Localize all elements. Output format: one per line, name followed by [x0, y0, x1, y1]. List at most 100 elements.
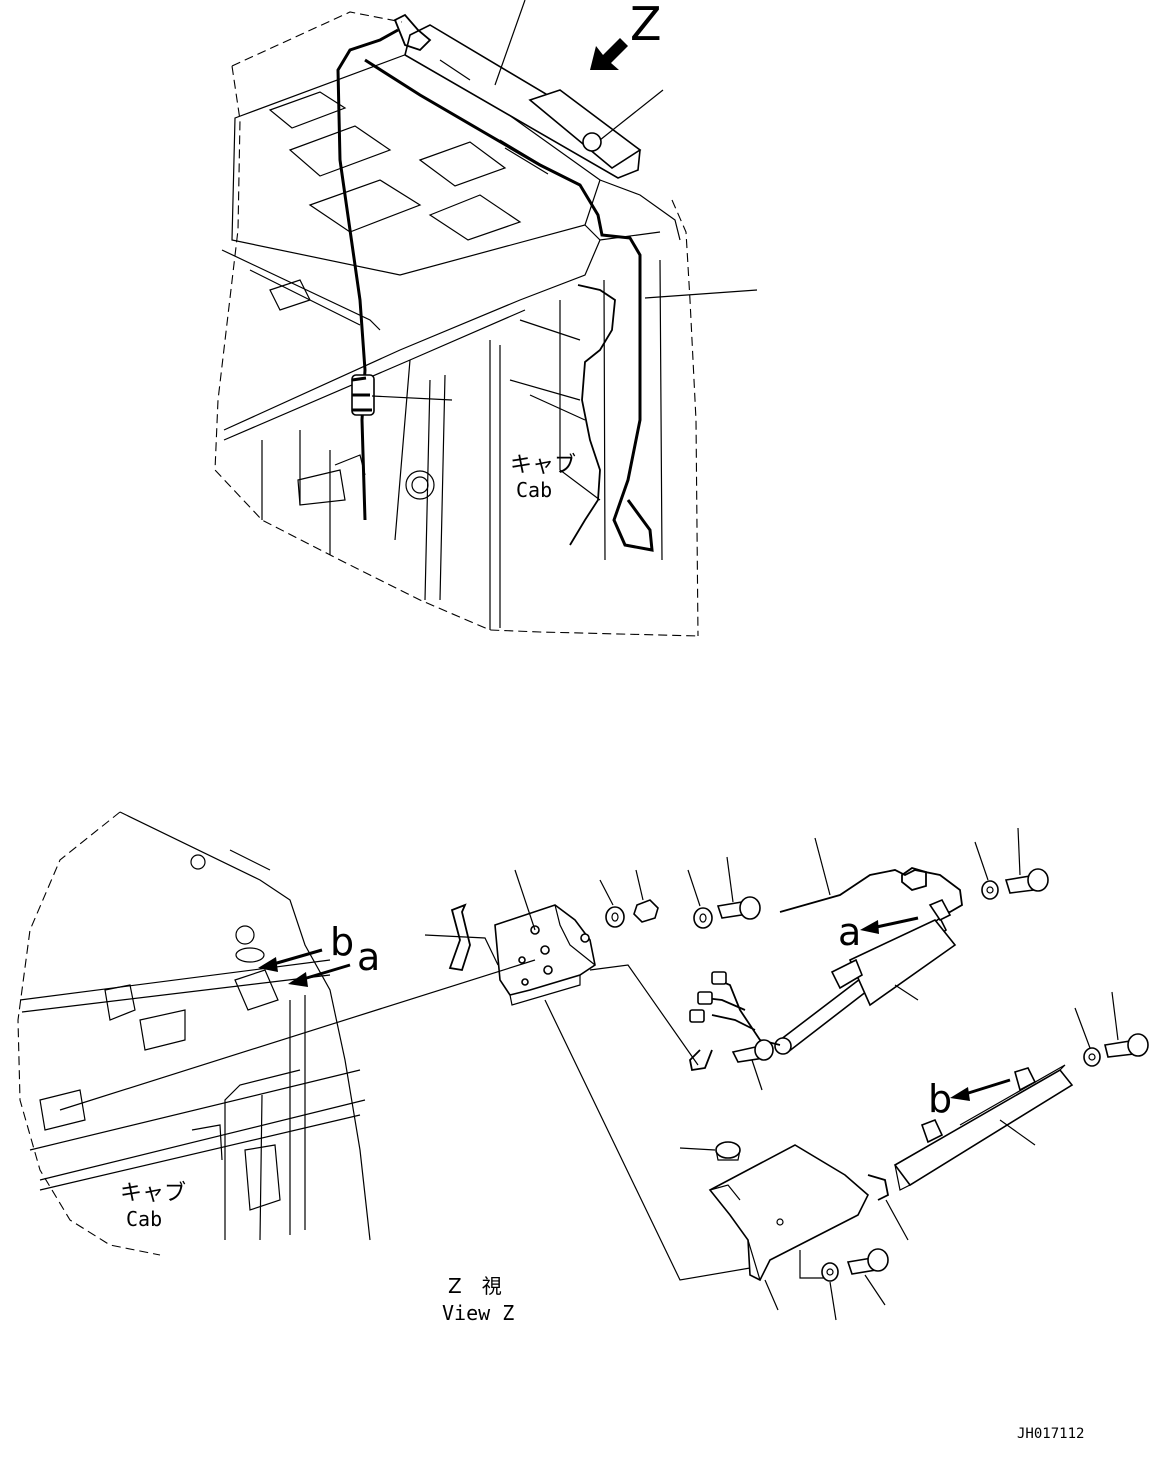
guard-plate-edge: [709, 1184, 761, 1281]
cab-label-english: Cab: [516, 478, 552, 502]
cable-connector: [711, 971, 727, 985]
cover-channel: [893, 1068, 1074, 1187]
leader-line: [59, 959, 536, 1111]
ref-arrow-b-head: [258, 957, 278, 972]
cab-label-japanese: キャブ: [120, 1181, 186, 1206]
leader-line: [799, 1250, 825, 1279]
cable-connector: [697, 991, 713, 1005]
harness-clip-top: [393, 13, 432, 52]
antenna-base: [830, 958, 863, 990]
ref-arrow-a: [299, 963, 351, 982]
leader-line: [1111, 991, 1119, 1041]
harness-connector-clip: [351, 376, 372, 412]
guard-plate-hole: [776, 1218, 784, 1226]
bracket-hole: [580, 933, 590, 943]
ref-letter-a-cab: a: [357, 935, 380, 979]
view-letter-z: Z: [630, 0, 662, 51]
antenna-housing: [848, 919, 957, 1007]
roof-unit-grommet: [582, 132, 602, 152]
ref-letter-b-cab: b: [330, 920, 354, 964]
leader-line: [599, 879, 614, 906]
cable-connector: [689, 1009, 705, 1023]
leader-line: [599, 89, 664, 141]
washer: [821, 1262, 839, 1282]
cab-outline-dashed: [214, 11, 701, 637]
cab-pillar-right: [489, 259, 663, 630]
ref-arrow-a: [871, 916, 919, 930]
cab-pillar-left: [261, 359, 446, 601]
leader-line: [371, 395, 453, 401]
cab-outline-dashed: [17, 811, 161, 1256]
washer-hole: [1088, 1053, 1096, 1061]
leader-line: [726, 856, 734, 903]
drawing-code: JH017112: [1017, 1426, 1084, 1442]
cab-boss-inner: [411, 476, 429, 494]
wiring-harness-main: [336, 28, 399, 521]
roof-inner-panel: [268, 91, 522, 241]
guard-plate: [708, 1144, 869, 1282]
cover-tab: [1014, 1067, 1037, 1092]
washer-hole: [826, 1268, 834, 1276]
leader-line: [764, 1279, 779, 1311]
ref-arrow-b: [961, 1078, 1011, 1097]
cab-label-english: Cab: [126, 1207, 162, 1231]
leader-line: [751, 1059, 763, 1091]
leader-line: [544, 999, 751, 1281]
bracket-hole: [518, 956, 526, 964]
view-title-japanese: Z 視: [448, 1274, 502, 1298]
ref-arrow-a-head: [288, 972, 308, 987]
mounting-bracket-flange: [509, 904, 596, 1006]
nut: [633, 899, 659, 923]
view-direction-arrow: [590, 38, 628, 70]
roof-front-rail: [221, 239, 601, 441]
washer: [1083, 1047, 1101, 1067]
grommet-body: [715, 1149, 741, 1161]
cab-mount-plate: [234, 969, 279, 1011]
cab-pillar: [224, 995, 306, 1241]
bracket-hole: [540, 945, 550, 955]
leader-line: [589, 964, 699, 1066]
antenna-loop: [901, 867, 927, 891]
cover-clip: [867, 1174, 890, 1201]
leader-line: [829, 1281, 837, 1321]
wiring-harness-roof: [364, 58, 654, 552]
bolt-head: [867, 1248, 889, 1272]
washer: [981, 880, 999, 900]
wiring-harness-branch: [569, 284, 616, 546]
leader-line: [999, 1119, 1036, 1146]
roof-panel: [231, 49, 601, 276]
ref-arrow-b-head: [950, 1087, 970, 1101]
harness-clip: [448, 903, 471, 972]
ref-arrow-b: [269, 948, 323, 967]
leader-line: [1074, 1007, 1091, 1049]
cover-channel-edge: [894, 1064, 1066, 1191]
cable-connectors: [704, 979, 781, 1046]
cab-boss: [190, 854, 206, 870]
antenna-wire: [779, 869, 963, 913]
cab-hole: [235, 925, 255, 945]
leader-line: [885, 1199, 909, 1241]
grommet: [715, 1141, 741, 1159]
bolt-head: [1127, 1033, 1149, 1057]
washer-hole: [986, 886, 994, 894]
leader-line: [514, 869, 536, 931]
leader-line: [1017, 827, 1021, 876]
cover-tab: [920, 1118, 944, 1144]
bracket-hole: [543, 965, 553, 975]
washer-hole: [611, 912, 619, 922]
leader-line: [644, 289, 758, 299]
bottom-view-z: b a キャブ Cab: [17, 811, 1149, 1325]
leader-line: [635, 869, 644, 901]
antenna-end-cap: [774, 1037, 792, 1055]
cab-right-edge-dashed: [671, 199, 699, 637]
ref-arrow-a-head: [860, 920, 879, 934]
leader-line: [894, 984, 919, 1001]
leader-line: [424, 934, 499, 966]
antenna-tip: [928, 898, 952, 922]
leader-line: [679, 1147, 716, 1151]
leader-line: [864, 1274, 886, 1306]
cab-brackets: [39, 984, 281, 1211]
cab-floor-bracket: [269, 279, 366, 506]
cab-rear-frame: [509, 179, 681, 421]
